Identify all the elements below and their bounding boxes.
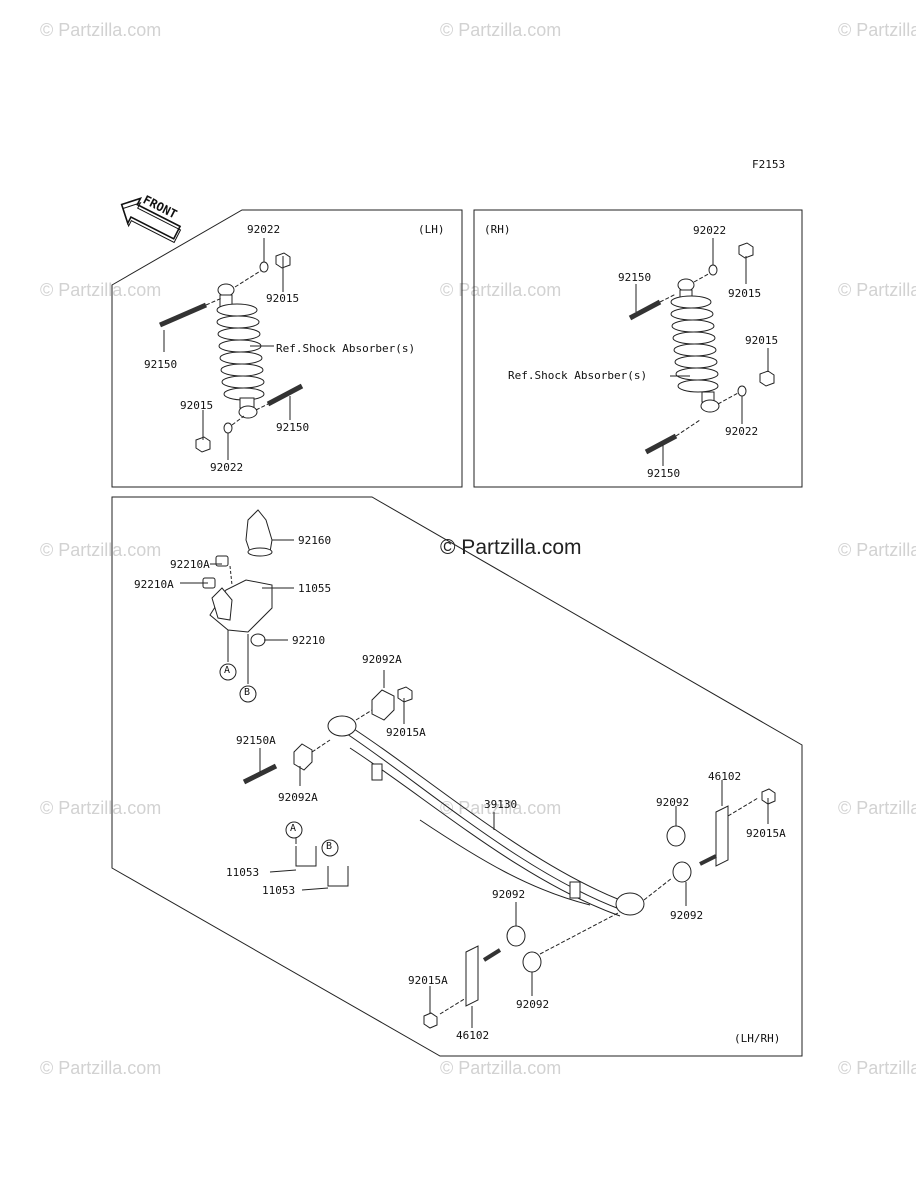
watermark: © Partzilla.com xyxy=(440,1058,562,1078)
part-number: 92210 xyxy=(292,634,326,647)
callout-a-label: A xyxy=(290,823,297,834)
part-number: 92210A xyxy=(170,558,210,571)
part-number: 92150 xyxy=(144,358,178,371)
part-number: 92092 xyxy=(670,909,704,922)
watermark: © Partzilla.com xyxy=(40,1058,162,1078)
rh-side-label: (RH) xyxy=(484,223,511,236)
callout-a-label: A xyxy=(224,665,231,676)
watermark-center: © Partzilla.com xyxy=(440,536,582,559)
part-number: 46102 xyxy=(708,770,742,783)
watermark: © Partzilla.com xyxy=(40,20,162,40)
shackle-plate-icon xyxy=(715,805,729,867)
part-number: 92015 xyxy=(728,287,762,300)
bushing-icon xyxy=(522,951,542,973)
part-number: 92015 xyxy=(180,399,214,412)
watermark: © Partzilla.com xyxy=(838,280,916,300)
u-bolt-icon xyxy=(327,866,349,887)
bolt-icon xyxy=(242,763,278,785)
nut-icon xyxy=(738,242,754,259)
nut-icon xyxy=(397,686,413,703)
washer-icon xyxy=(223,422,233,434)
part-number: 92092A xyxy=(362,653,402,666)
bolt-icon xyxy=(266,383,304,407)
part-number: 92015A xyxy=(386,726,426,739)
watermark: © Partzilla.com xyxy=(440,280,562,300)
rh-panel-frame xyxy=(473,209,803,488)
rh-ref-label: Ref.Shock Absorber(s) xyxy=(508,369,648,382)
washer-icon xyxy=(708,264,718,276)
lh-side-label: (LH) xyxy=(418,223,445,236)
callout-b-circle xyxy=(239,685,257,703)
part-number: 92150 xyxy=(647,467,681,480)
washer-icon xyxy=(737,385,747,397)
nut-icon xyxy=(195,436,211,453)
bushing-icon xyxy=(666,825,686,847)
shackle-plate-icon xyxy=(465,945,479,1007)
callout-b-label: B xyxy=(326,841,333,852)
bolt-icon xyxy=(628,299,662,321)
part-number: 92092A xyxy=(278,791,318,804)
part-number: 46102 xyxy=(456,1029,490,1042)
part-number: 92092 xyxy=(516,998,550,1011)
part-number: 92015A xyxy=(746,827,786,840)
bushing-icon xyxy=(371,689,395,721)
leaf-spring-icon xyxy=(327,715,645,917)
part-number: 92022 xyxy=(247,223,281,236)
bolt-icon xyxy=(644,433,678,455)
watermark: © Partzilla.com xyxy=(838,798,916,818)
u-bolt-icon xyxy=(295,846,317,867)
part-number: 92150 xyxy=(276,421,310,434)
lh-ref-label: Ref.Shock Absorber(s) xyxy=(276,342,416,355)
part-number: 92160 xyxy=(298,534,332,547)
callout-a-circle xyxy=(219,663,237,681)
watermark: © Partzilla.com xyxy=(40,540,162,560)
figure-code: F2153 xyxy=(752,158,786,171)
watermark: © Partzilla.com xyxy=(838,1058,916,1078)
part-number: 92022 xyxy=(725,425,759,438)
nut-icon xyxy=(423,1012,438,1029)
part-number: 92150 xyxy=(618,271,652,284)
part-number: 92210A xyxy=(134,578,174,591)
watermark: © Partzilla.com xyxy=(838,20,916,40)
nut-icon xyxy=(759,370,775,387)
part-number: 92015A xyxy=(408,974,448,987)
lh-shock-absorber-icon xyxy=(216,283,265,419)
bushing-icon xyxy=(506,925,526,947)
lh-panel-frame xyxy=(111,209,463,488)
watermark: © Partzilla.com xyxy=(40,798,162,818)
part-number: 92015 xyxy=(266,292,300,305)
spring-side-label: (LH/RH) xyxy=(734,1032,781,1045)
watermark: © Partzilla.com xyxy=(440,798,562,818)
part-number: 92092 xyxy=(492,888,526,901)
bump-stop-icon xyxy=(245,509,273,553)
part-number: 11053 xyxy=(262,884,296,897)
watermark: © Partzilla.com xyxy=(40,280,162,300)
part-number: 92092 xyxy=(656,796,690,809)
rh-shock-absorber-icon xyxy=(670,278,720,413)
part-number: 39130 xyxy=(484,798,518,811)
part-number: 92022 xyxy=(210,461,244,474)
watermark: © Partzilla.com xyxy=(440,20,562,40)
part-number: 92015 xyxy=(745,334,779,347)
part-number: 92150A xyxy=(236,734,276,747)
part-number: 11053 xyxy=(226,866,260,879)
part-number: 11055 xyxy=(298,582,332,595)
nut-icon xyxy=(250,633,266,647)
front-arrow-icon xyxy=(120,196,182,244)
bolt-icon xyxy=(159,302,207,328)
watermark: © Partzilla.com xyxy=(838,540,916,560)
spring-panel-frame xyxy=(111,496,803,1057)
bushing-icon xyxy=(293,743,313,771)
bushing-icon xyxy=(672,861,692,883)
part-number: 92022 xyxy=(693,224,727,237)
callout-b-label: B xyxy=(244,687,251,698)
nut-icon xyxy=(761,788,776,805)
washer-icon xyxy=(259,261,269,273)
